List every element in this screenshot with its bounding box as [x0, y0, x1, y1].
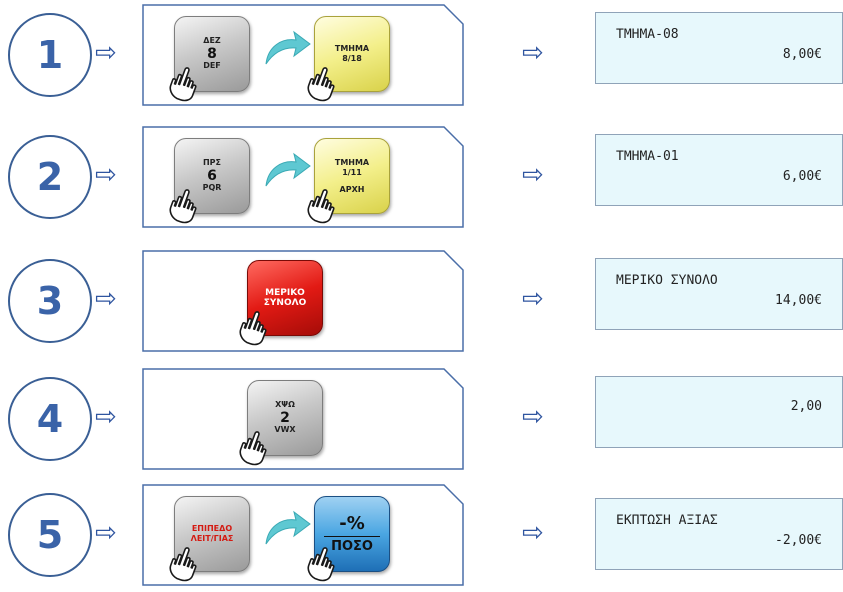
display-line-1: ΕΚΠΤΩΣΗ ΑΞΙΑΣ — [616, 513, 718, 528]
step-row-5: 5 ⇨ ΕΠΙΠΕΔΟ ΛΕΙΤ/ΓΙΑΣ -% ΠΟΣΟ ⇨ ΕΚΠΤΩΣΗ … — [0, 482, 843, 592]
step-row-3: 3 ⇨ ΜΕΡΙΚΟ ΣΥΝΟΛΟ ⇨ ΜΕΡΙΚΟ ΣΥΝΟΛΟ 14,00€ — [0, 248, 843, 358]
key-latin-letters: DEF — [203, 61, 221, 71]
pointing-hand-icon — [306, 546, 346, 582]
key-latin-letters: VWX — [274, 425, 296, 435]
register-display: ΕΚΠΤΩΣΗ ΑΞΙΑΣ -2,00€ — [595, 498, 843, 570]
display-line-2: 2,00 — [790, 399, 822, 414]
pointing-hand-icon — [306, 188, 346, 224]
key-sequence-panel: ΜΕΡΙΚΟ ΣΥΝΟΛΟ — [142, 250, 464, 352]
key-label-line2: 8/18 — [342, 54, 362, 63]
key-divider — [324, 536, 380, 537]
key-label-bottom: ΠΟΣΟ — [331, 539, 373, 554]
right-arrow-icon: ⇨ — [522, 518, 544, 548]
right-arrow-icon: ⇨ — [522, 38, 544, 68]
right-arrow-icon: ⇨ — [95, 38, 117, 68]
right-arrow-icon: ⇨ — [95, 160, 117, 190]
right-arrow-icon: ⇨ — [95, 284, 117, 314]
key-label-line2: 1/11 — [342, 167, 362, 177]
key-label-line1: ΕΠΙΠΕΔΟ — [191, 524, 233, 534]
key-digit: 2 — [280, 409, 290, 426]
key-sequence-panel: ΠΡΣ 6 PQR ΤΜΗΜΑ 1/11 ΑΡΧΗ — [142, 126, 464, 228]
right-arrow-icon: ⇨ — [522, 402, 544, 432]
step-number-badge: 4 — [8, 377, 92, 461]
key-label-line1: ΤΜΗΜΑ — [334, 157, 370, 167]
curved-arrow-icon — [262, 28, 312, 68]
pointing-hand-icon — [238, 430, 278, 466]
step-number-badge: 3 — [8, 259, 92, 343]
display-line-2: 8,00€ — [782, 47, 822, 62]
register-display: ΜΕΡΙΚΟ ΣΥΝΟΛΟ 14,00€ — [595, 258, 843, 330]
key-sequence-panel: ΕΠΙΠΕΔΟ ΛΕΙΤ/ΓΙΑΣ -% ΠΟΣΟ — [142, 484, 464, 586]
key-digit: 8 — [207, 45, 217, 62]
right-arrow-icon: ⇨ — [95, 402, 117, 432]
display-line-1: ΤΜΗΜΑ-01 — [616, 149, 679, 164]
step-row-4: 4 ⇨ ΧΨΩ 2 VWX ⇨ 2,00 — [0, 366, 843, 476]
display-line-2: 14,00€ — [775, 293, 822, 308]
register-display: ΤΜΗΜΑ-08 8,00€ — [595, 12, 843, 84]
step-number-badge: 2 — [8, 135, 92, 219]
key-digit: 6 — [207, 167, 217, 184]
key-sequence-panel: ΧΨΩ 2 VWX — [142, 368, 464, 470]
key-greek-letters: ΧΨΩ — [275, 399, 295, 409]
display-line-2: -2,00€ — [775, 533, 822, 548]
key-sequence-panel: ΔΕΖ 8 DEF ΤΜΗΜΑ 8/18 — [142, 4, 464, 106]
key-label-top: -% — [339, 513, 365, 534]
key-label-line2: ΛΕΙΤ/ΓΙΑΣ — [190, 534, 234, 543]
key-label-line3: ΑΡΧΗ — [339, 185, 365, 195]
pointing-hand-icon — [168, 66, 208, 102]
key-label-line2: ΣΥΝΟΛΟ — [263, 298, 307, 308]
key-label-line1: ΤΜΗΜΑ — [334, 44, 370, 54]
right-arrow-icon: ⇨ — [95, 518, 117, 548]
display-line-1: ΜΕΡΙΚΟ ΣΥΝΟΛΟ — [616, 273, 718, 288]
step-number-badge: 5 — [8, 493, 92, 577]
step-row-2: 2 ⇨ ΠΡΣ 6 PQR ΤΜΗΜΑ 1/11 ΑΡΧΗ ⇨ ΤΜΗΜΑ-01… — [0, 124, 843, 234]
key-greek-letters: ΔΕΖ — [203, 35, 221, 45]
curved-arrow-icon — [262, 150, 312, 190]
pointing-hand-icon — [168, 188, 208, 224]
pointing-hand-icon — [238, 310, 278, 346]
display-line-2: 6,00€ — [782, 169, 822, 184]
right-arrow-icon: ⇨ — [522, 160, 544, 190]
pointing-hand-icon — [168, 546, 208, 582]
key-greek-letters: ΠΡΣ — [202, 157, 222, 167]
register-display: 2,00 — [595, 376, 843, 448]
curved-arrow-icon — [262, 508, 312, 548]
step-number-badge: 1 — [8, 13, 92, 97]
display-line-1: ΤΜΗΜΑ-08 — [616, 27, 679, 42]
pointing-hand-icon — [306, 66, 346, 102]
right-arrow-icon: ⇨ — [522, 284, 544, 314]
key-latin-letters: PQR — [202, 183, 222, 193]
step-row-1: 1 ⇨ ΔΕΖ 8 DEF ΤΜΗΜΑ 8/18 ⇨ ΤΜΗΜΑ-08 8,00… — [0, 2, 843, 112]
key-label-line1: ΜΕΡΙΚΟ — [265, 287, 305, 298]
register-display: ΤΜΗΜΑ-01 6,00€ — [595, 134, 843, 206]
